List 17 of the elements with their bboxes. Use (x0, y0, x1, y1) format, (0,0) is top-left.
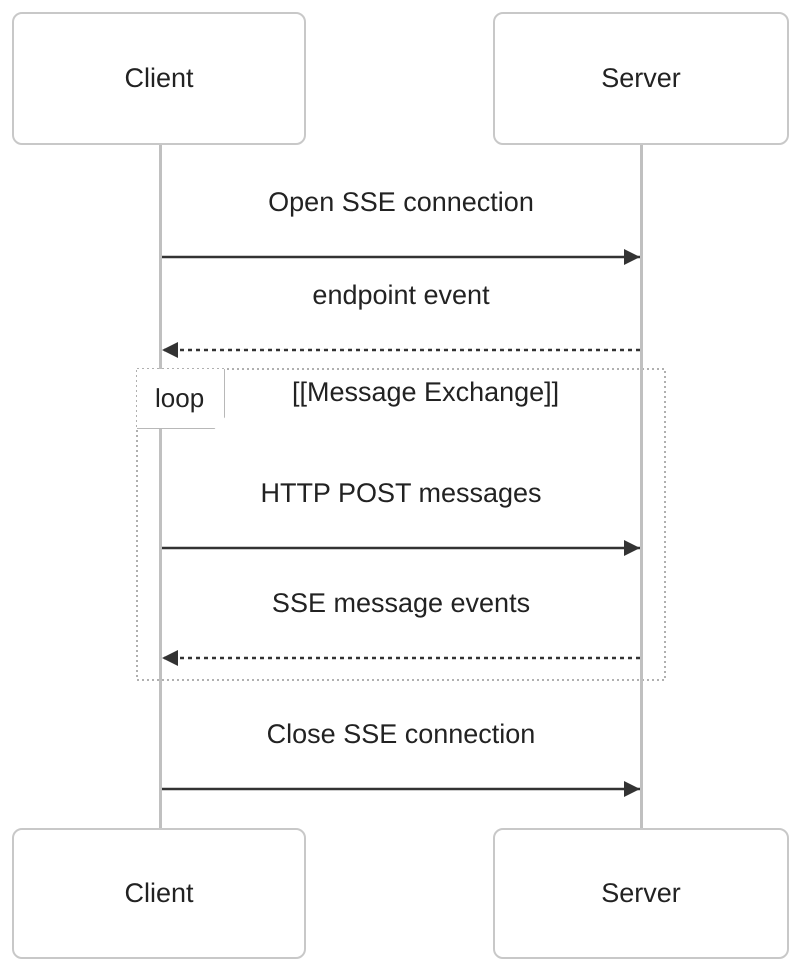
lifeline (640, 145, 643, 828)
loop-condition: [[Message Exchange]] (292, 377, 560, 408)
message-label: SSE message events (272, 588, 530, 619)
message-label: Close SSE connection (266, 719, 536, 750)
loop-label: loop (137, 369, 226, 429)
participant-box: Server (493, 828, 789, 959)
participant-box: Client (12, 828, 306, 959)
dashed-arrow (162, 650, 640, 666)
dashed-arrow (162, 342, 640, 358)
arrow (162, 540, 640, 556)
arrow (162, 781, 640, 797)
participant-box: Client (12, 12, 306, 145)
message-label: endpoint event (312, 280, 490, 311)
message-label: Open SSE connection (268, 187, 534, 218)
message-label: HTTP POST messages (260, 478, 542, 509)
participant-box: Server (493, 12, 789, 145)
arrow (162, 249, 640, 265)
